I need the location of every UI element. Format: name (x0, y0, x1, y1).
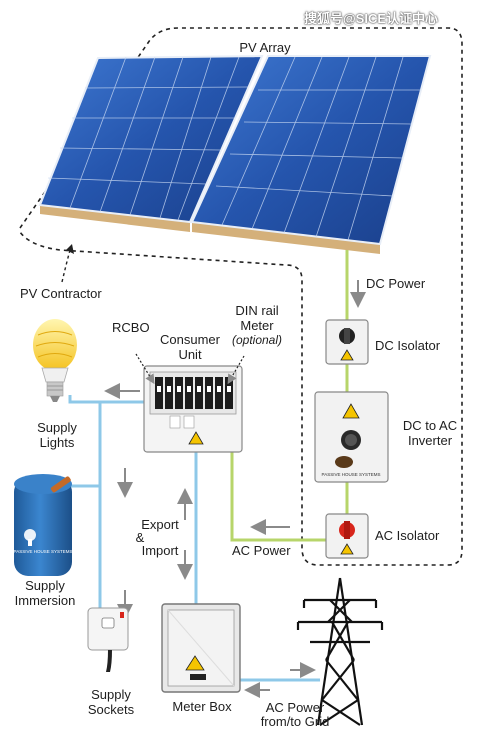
pv-contractor-arrow (61, 249, 71, 283)
immersion-logo-text: PASSIVE HOUSE SYSTEMS (14, 549, 73, 554)
dc-power-label: DC Power (366, 276, 426, 291)
ac-wire-inverter (230, 450, 347, 542)
inverter-label-line1: DC to AC (402, 418, 458, 433)
inverter-logo-text: PASSIVE HOUSE SYSTEMS (322, 472, 381, 477)
din-meter-label-line3: (optional) (231, 333, 283, 347)
dc-isolator-label: DC Isolator (375, 338, 441, 353)
socket-icon (87, 607, 129, 672)
ac-isolator-box (325, 513, 369, 559)
consumer-unit-box (143, 365, 243, 453)
inverter-box: PASSIVE HOUSE SYSTEMS (314, 391, 389, 483)
grid-label-line1: AC Power (265, 700, 325, 715)
ac-isolator-label: AC Isolator (375, 528, 440, 543)
export-label-line2: & (135, 530, 145, 545)
consumer-unit-label-line1: Consumer (160, 332, 220, 347)
immersion-tank: PASSIVE HOUSE SYSTEMS (14, 474, 73, 576)
watermark: 搜狐号@SICE认证中心 (304, 11, 439, 26)
supply-lights-label-line2: Lights (39, 435, 75, 450)
consumer-unit-label-line2: Unit (178, 347, 202, 362)
export-label-line1: Export (141, 517, 179, 532)
supply-sockets-label-line2: Sockets (87, 702, 135, 717)
meter-box-label: Meter Box (172, 699, 232, 714)
pv-contractor-label: PV Contractor (20, 286, 102, 301)
lightbulb-icon (33, 319, 77, 402)
electricity-pylon (296, 577, 384, 726)
pv-array-label: PV Array (239, 40, 291, 55)
inverter-label-line2: Inverter (407, 433, 453, 448)
pv-contractor-boundary (19, 27, 463, 566)
supply-sockets-label-line1: Supply (91, 687, 131, 702)
din-meter-label-line1: DIN rail (235, 303, 279, 318)
ac-power-label: AC Power (232, 543, 291, 558)
solar-panel-array (38, 54, 432, 254)
supply-lights-label-line1: Supply (37, 420, 77, 435)
din-meter-label-line2: Meter (240, 318, 274, 333)
grid-label-line2: from/to Grid (260, 714, 330, 729)
export-label-line3: Import (141, 543, 179, 558)
meter-box (161, 603, 241, 693)
supply-immersion-label-line1: Supply (25, 578, 65, 593)
supply-immersion-label-line2: Immersion (14, 593, 76, 608)
rcbo-label: RCBO (112, 320, 150, 335)
dc-isolator-box (325, 319, 369, 365)
